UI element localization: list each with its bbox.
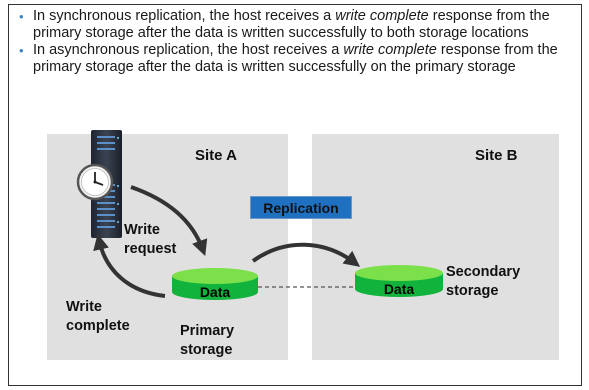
cylinder-top (355, 265, 443, 281)
primary-storage-cylinder: Data (172, 268, 258, 304)
site-a-title: Site A (195, 147, 237, 164)
bullet-asynchronous: • In asynchronous replication, the host … (18, 42, 558, 76)
write-request-arrow (130, 185, 208, 257)
write-complete-arrow (93, 233, 166, 298)
secondary-storage-cylinder: Data (355, 265, 443, 301)
bullet-asynchronous-text-post: response from the primary storage after … (33, 42, 558, 75)
cylinder-top (172, 268, 258, 284)
write-complete-label: Write complete (66, 299, 130, 334)
bullet-asynchronous-text-pre: In asynchronous replication, the host re… (33, 42, 344, 58)
bullet-synchronous-text-pre: In synchronous replication, the host rec… (33, 8, 336, 24)
bullet-synchronous-emphasis: write complete (335, 8, 429, 24)
bullet-asynchronous-emphasis: write complete (343, 42, 437, 58)
bullet-marker: • (19, 43, 24, 58)
primary-storage-caption: Primary storage (180, 323, 235, 358)
site-b-panel (312, 134, 559, 360)
write-request-label: Write request (124, 222, 177, 257)
primary-data-label: Data (199, 284, 231, 300)
bullet-list: • In synchronous replication, the host r… (18, 8, 558, 76)
secondary-data-label: Data (383, 281, 415, 297)
bullet-synchronous-text-post: response from the primary storage after … (33, 8, 550, 41)
replication-arrow (251, 242, 361, 267)
bullet-marker: • (19, 9, 24, 24)
bullet-synchronous: • In synchronous replication, the host r… (18, 8, 558, 42)
secondary-storage-caption: Secondary storage (446, 264, 521, 299)
site-b-title: Site B (475, 147, 518, 164)
replication-badge: Replication (250, 196, 352, 219)
